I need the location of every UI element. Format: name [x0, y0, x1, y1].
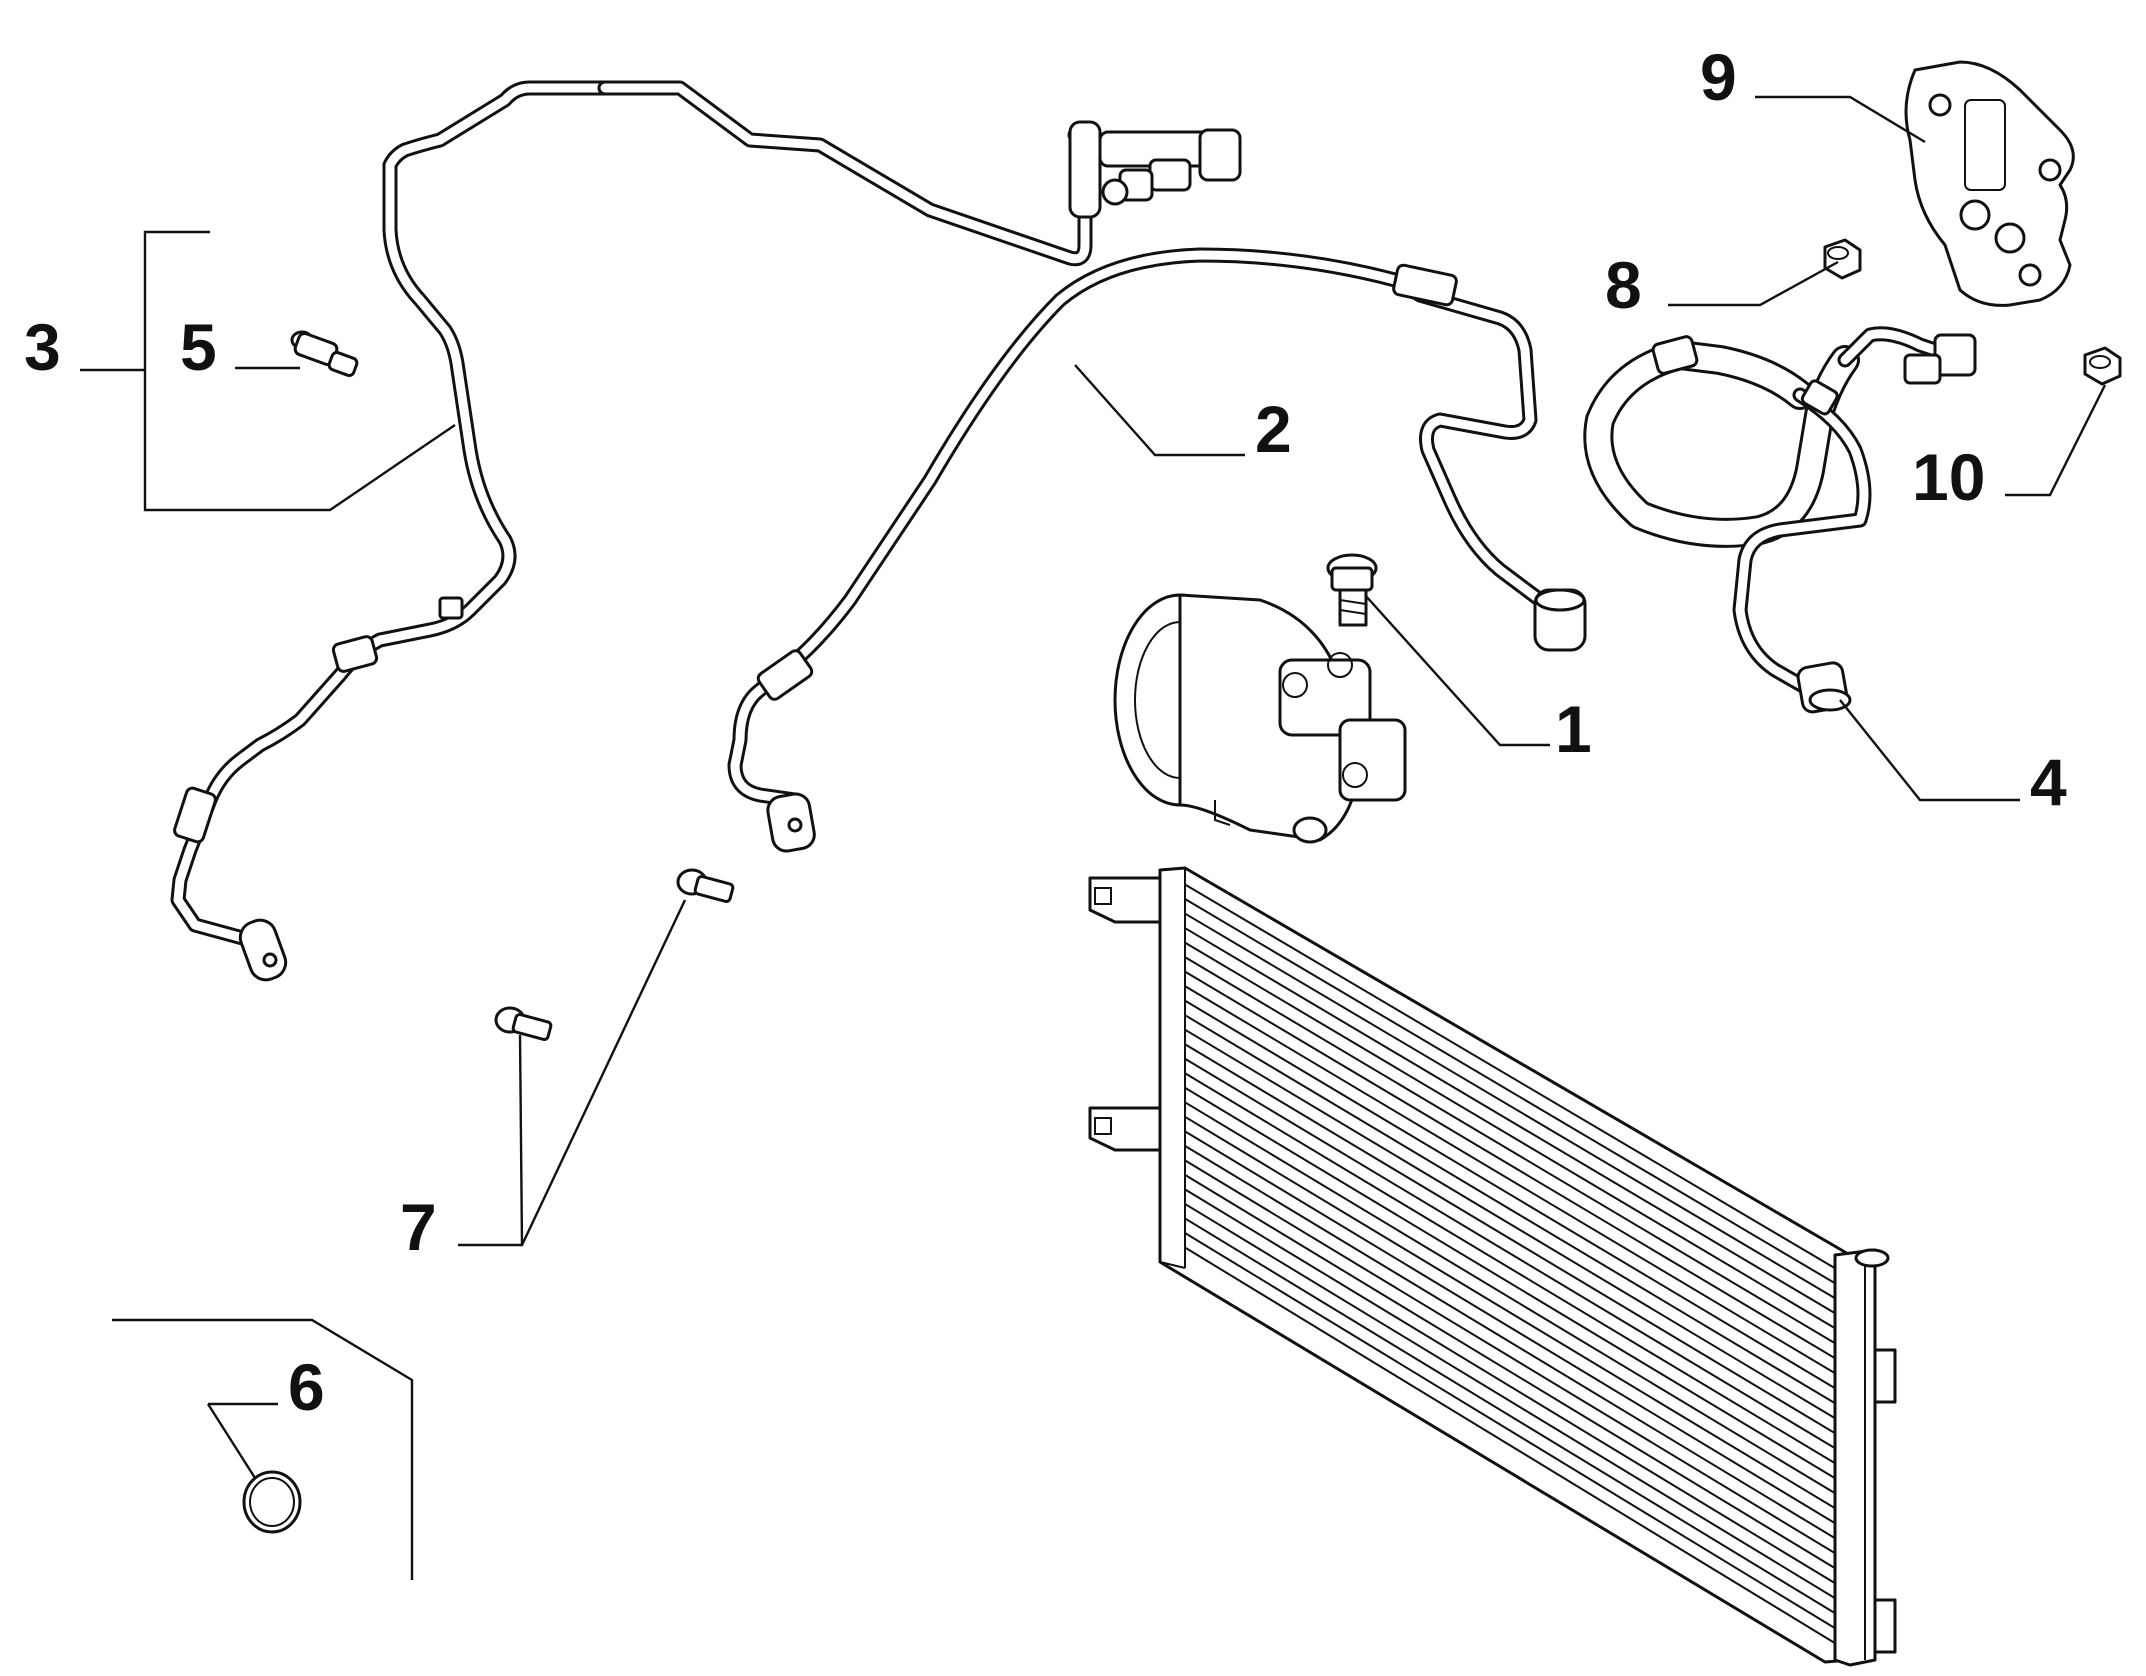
callout-1: 1 — [1555, 692, 1592, 766]
condenser-fin — [1184, 1072, 1839, 1466]
condenser-fin — [1184, 1217, 1839, 1616]
condenser-fin — [1184, 1246, 1839, 1646]
bolt-part-7b — [494, 1006, 553, 1041]
callout-5: 5 — [180, 310, 217, 384]
condenser-fin — [1184, 956, 1839, 1346]
condenser-fin — [1184, 941, 1839, 1331]
condenser-fin — [1184, 970, 1839, 1361]
ac-pipe-part-2 — [727, 247, 1587, 853]
condenser-fin — [1184, 883, 1839, 1271]
leader-lines — [80, 95, 2107, 1580]
callout-labels: 1 2 3 4 5 6 7 8 9 10 — [24, 40, 2067, 1424]
condenser-fin — [1184, 1144, 1839, 1541]
condenser-fin — [1184, 1057, 1839, 1451]
bolt-part-7a — [676, 868, 735, 903]
condenser-fin — [1184, 1028, 1839, 1421]
nut-part-10 — [2083, 346, 2122, 386]
callout-2: 2 — [1255, 392, 1292, 466]
condenser-fin — [1184, 912, 1839, 1301]
bolt-part-1 — [1326, 553, 1378, 627]
condenser-fin — [1184, 1086, 1839, 1481]
callout-4: 4 — [2030, 745, 2067, 819]
callout-8: 8 — [1605, 248, 1642, 322]
condenser-fin — [1184, 999, 1839, 1391]
ac-hose-part-4 — [1583, 326, 1977, 714]
o-ring-part-6 — [242, 1470, 302, 1534]
ac-compressor — [1113, 593, 1407, 844]
callout-10: 10 — [1912, 440, 1985, 514]
callout-6: 6 — [288, 1350, 325, 1424]
condenser-fin — [1184, 1159, 1839, 1556]
gasket-part-9 — [1904, 60, 2075, 307]
condenser-fin — [1184, 1130, 1839, 1526]
condenser-fin — [1184, 1043, 1839, 1436]
callout-3: 3 — [24, 310, 61, 384]
callout-9: 9 — [1700, 40, 1737, 114]
ac-condenser — [1088, 866, 1897, 1667]
condenser-fin — [1184, 1101, 1839, 1496]
condenser-fin — [1184, 1188, 1839, 1586]
condenser-fins — [1184, 883, 1839, 1646]
ac-pipe-part-3 — [170, 80, 1242, 982]
condenser-fin — [1184, 1174, 1839, 1571]
condenser-fin — [1184, 1014, 1839, 1406]
pressure-switch-part-5 — [290, 330, 359, 377]
callout-7: 7 — [400, 1190, 437, 1264]
condenser-fin — [1184, 1203, 1839, 1601]
condenser-fin — [1184, 927, 1839, 1316]
condenser-fin — [1184, 985, 1839, 1376]
condenser-fin — [1184, 898, 1839, 1286]
condenser-fin — [1184, 1115, 1839, 1511]
nut-part-8 — [1823, 238, 1862, 280]
condenser-fin — [1184, 1232, 1839, 1631]
